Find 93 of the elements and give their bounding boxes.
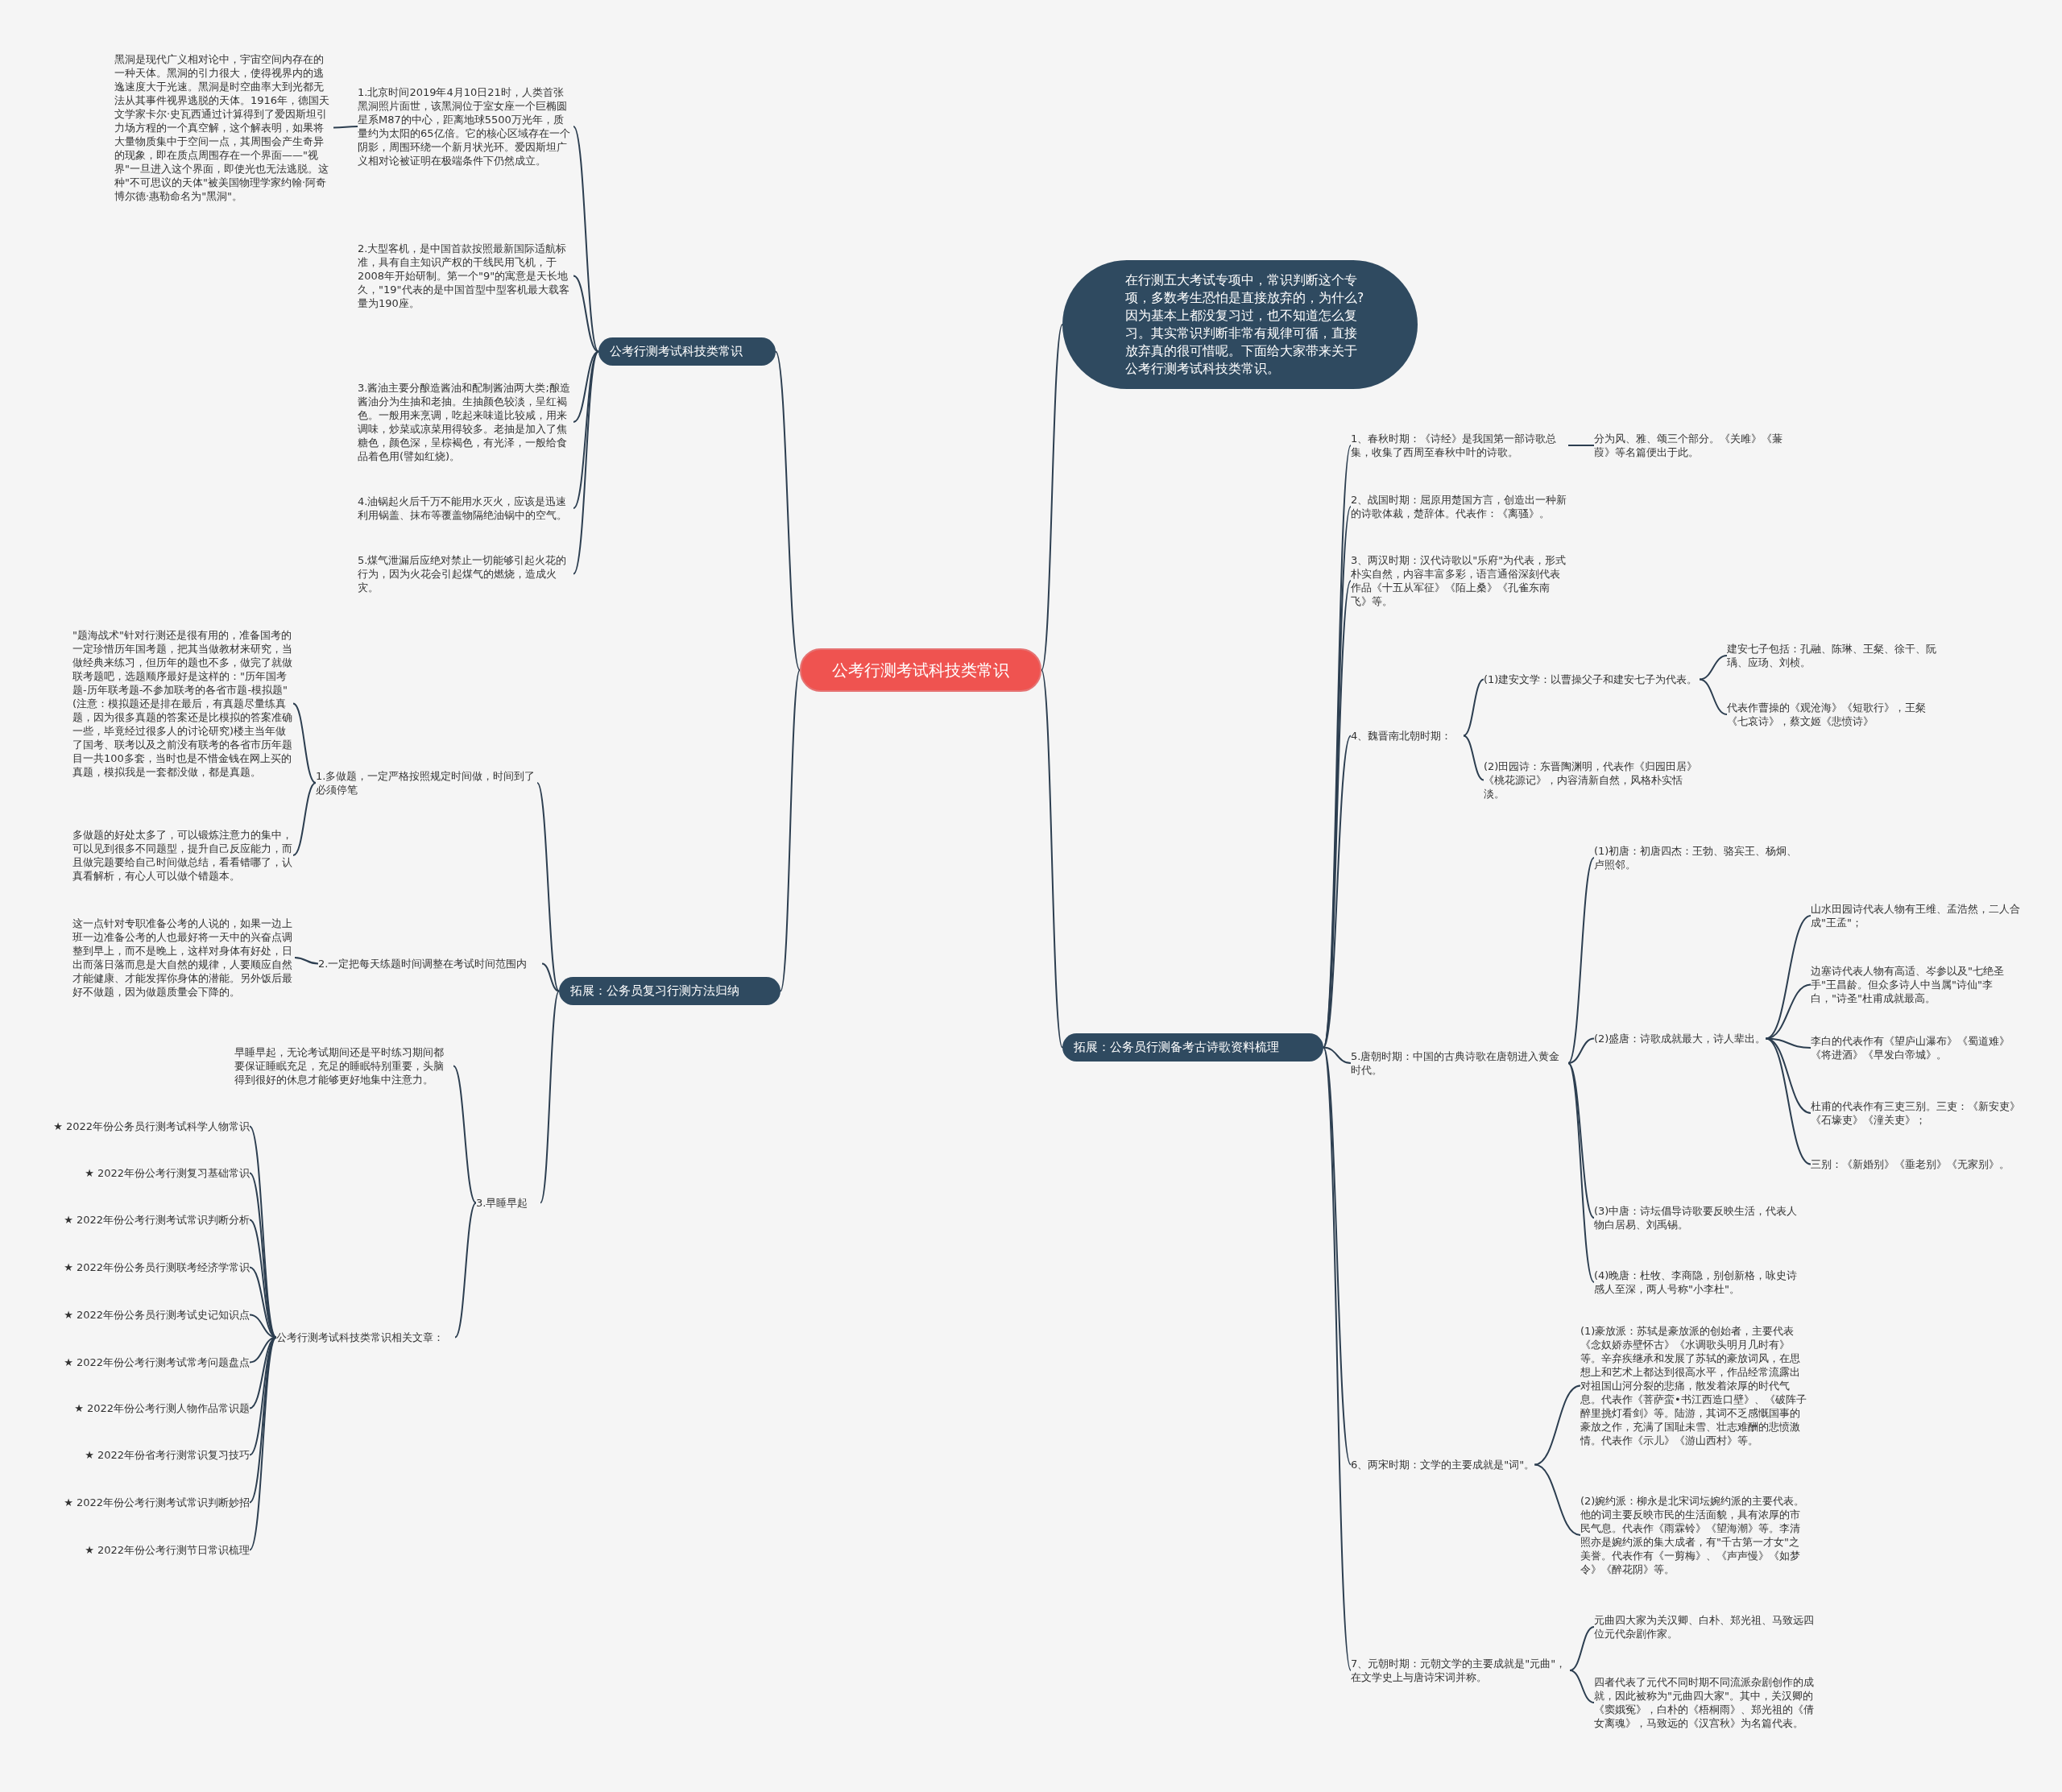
connector-line: [1323, 1046, 1352, 1064]
connector-line: [249, 1219, 277, 1339]
topic-text: 早睡早起，无论考试期间还是平时练习期间都要保证睡眠充足，充足的睡眠特别重要，头脑得到很好的休息才能够更好地集中注意力。: [234, 1045, 453, 1086]
topic-text: 建安七子包括：孔融、陈琳、王粲、徐干、阮瑀、应玚、刘桢。: [1727, 642, 1946, 669]
connector-line: [1569, 1670, 1595, 1703]
topic-text: "题海战术"针对行测还是很有用的，准备国考的一定珍惜历年国考题，把其当做教材来研究，当做经典来练习，但历年的题也不多，做完了就做联考题吧，选题顺序最好是这样的："历年国考题-历年联考题-不参加联考的各省市题-模拟题"(注意：模拟题还是排在最后，有真题尽量练真题，因为很多真题的答案还是比模拟的答案准确一些，毕竟经过很多人的讨论研究)楼主当年做了国考、联考以及之前没有联考的各省市历年题目一共100多套，当时也是不惜金钱在网上买的真题，模拟我是一套都没做，都是真题。: [72, 628, 293, 779]
connector-line: [780, 669, 801, 992]
connector-line: [1567, 445, 1595, 446]
topic-text: 三别：《新婚别》《垂老别》《无家别》。: [1811, 1157, 2028, 1171]
topic-text: 2.大型客机，是中国首款按照最新国际适航标准，具有自主知识产权的干线民用飞机，于2008年开始研制。第一个"9"的寓意是天长地久，"19"代表的是中国首型中型客机最大载客量为190座。: [358, 242, 573, 310]
connector-line: [540, 990, 560, 1204]
connector-line: [1323, 735, 1352, 1049]
topic-text: ★ 2022年份公考行测考试常识判断分析: [24, 1213, 250, 1227]
connector-line: [1041, 324, 1063, 671]
connector-line: [333, 126, 358, 129]
connector-line: [1699, 678, 1728, 715]
connector-line: [1534, 1384, 1581, 1466]
connector-line: [1765, 1037, 1811, 1165]
topic-text: 1.多做题，一定严格按照规定时间做，时间到了必须停笔: [316, 769, 537, 797]
topic-text: 公考行测考试科技类常识相关文章：: [276, 1331, 455, 1344]
connector-line: [292, 702, 317, 784]
topic-text: 2、战国时期：屈原用楚国方言，创造出一种新的诗歌体裁，楚辞体。代表作：《离骚》。: [1351, 493, 1568, 520]
connector-line: [536, 782, 560, 992]
topic-text: (2)婉约派：柳永是北宋词坛婉约派的主要代表。他的词主要反映市民的生活面貌，具有浓厚的市民气息。代表作《雨霖铃》《望海潮》等。李清照亦是婉约派的集大成者，有"千古第一才女"之美誉。代表作有《一剪梅》、《声声慢》《如梦令》《醉花阴》等。: [1580, 1494, 1807, 1576]
topic-text: ★ 2022年份公考行测考试常考问题盘点: [24, 1355, 250, 1369]
topic-text: (1)初唐：初唐四杰：王勃、骆宾王、杨炯、卢照邻。: [1594, 844, 1807, 871]
topic-text: 7、元朝时期：元朝文学的主要成就是"元曲"，在文学史上与唐诗宋词并称。: [1351, 1657, 1570, 1684]
connector-line: [1323, 1046, 1352, 1671]
branch-pill: 公考行测考试科技类常识: [598, 337, 776, 366]
topic-text: ★ 2022年份公考行测考试常识判断妙招: [24, 1496, 250, 1509]
connector-line: [1765, 983, 1811, 1040]
branch-pill: 拓展：公务员行测备考古诗歌资料梳理: [1062, 1033, 1323, 1062]
connector-line: [573, 350, 599, 423]
connector-line: [573, 275, 599, 353]
topic-text: ★ 2022年份省考行测常识复习技巧: [24, 1448, 250, 1462]
connector-line: [1041, 669, 1063, 1049]
topic-text: 多做题的好处太多了，可以锻炼注意力的集中，可以见到很多不同题型，提升自己反应能力，而且做完题要给自己时间做总结，看看错哪了，认真看解析，有心人可以做个错题本。: [72, 828, 293, 883]
topic-text: 这一点针对专职准备公考的人说的，如果一边上班一边准备公考的人也最好将一天中的兴奋点调整到早上，而不是晚上，这样对身体有好处，日出而落日落而息是大自然的规律，人要顺应自然才能健康、才能发挥你身体的潜能。另外饭后最好不做题，因为做题质量会下降的。: [72, 917, 295, 999]
topic-text: (4)晚唐：杜牧、李商隐，别创新格，咏史诗感人至深，两人号称"小李杜"。: [1594, 1268, 1807, 1296]
connector-line: [1569, 1626, 1595, 1671]
connector-line: [573, 350, 599, 509]
topic-text: 1.北京时间2019年4月10日21时，人类首张黑洞照片面世，该黑洞位于室女座一个巨椭圆星系M87的中心，距离地球5500万光年，质量约为太阳的65亿倍。它的核心区域存在一个阴影，周围环绕一个新月状光环。爱因斯坦广义相对论被证明在极端条件下仍然成立。: [358, 85, 573, 168]
connector-line: [249, 1125, 277, 1339]
connector-line: [454, 1202, 477, 1339]
connector-line: [573, 126, 599, 353]
topic-text: ★ 2022年份公考行测复习基础常识: [24, 1166, 250, 1180]
topic-text: 3.早睡早起: [476, 1196, 540, 1210]
topic-text: ★ 2022年份公务员行测考试史记知识点: [24, 1308, 250, 1322]
topic-text: (2)田园诗：东晋陶渊明，代表作《归园田居》《桃花源记》，内容清新自然，风格朴实恬淡。: [1484, 759, 1703, 801]
connector-line: [294, 957, 319, 965]
topic-text: 边塞诗代表人物有高适、岑参以及"七绝圣手"王昌龄。但众多诗人中当属"诗仙"李白，"诗圣"杜甫成就最高。: [1811, 964, 2028, 1005]
connector-line: [292, 782, 317, 856]
topic-text: (1)豪放派：苏轼是豪放派的创始者，主要代表《念奴娇赤壁怀古》《水调歌头明月几时有》等。辛弃疾继承和发展了苏轼的豪放词风，在思想上和艺术上都达到很高水平，作品经常流露出对祖国山河分裂的悲痛，散发着浓厚的时代气息。代表作《菩萨蛮•书江西造口壁》、《破阵子醉里挑灯看剑》等。陆游，其词不乏感慨国事的豪放之作，充满了国耻未雪、壮志难酬的悲愤激情。代表作《示儿》《游山西村》等。: [1580, 1324, 1807, 1447]
topic-text: 黑洞是现代广义相对论中，宇宙空间内存在的一种天体。黑洞的引力很大，使得视界内的逃逸速度大于光速。黑洞是时空曲率大到光都无法从其事件视界逃脱的天体。1916年，德国天文学家卡尔·史瓦西通过计算得到了爱因斯坦引力场方程的一个真空解，这个解表明，如果将大量物质集中于空间一点，其周围会产生奇异的现象，即在质点周围存在一个界面——"视界"一旦进入这个界面，即使光也无法逃脱。这种"不可思议的天体"被美国物理学家约翰·阿奇博尔德·惠勒命名为"黑洞"。: [114, 52, 333, 203]
topic-text: 1、春秋时期：《诗经》是我国第一部诗歌总集，收集了西周至春秋中叶的诗歌。: [1351, 432, 1568, 459]
connector-line: [541, 962, 560, 992]
central-topic: 公考行测考试科技类常识: [800, 648, 1041, 692]
branch-pill: 拓展：公务员复习行测方法归纳: [559, 977, 780, 1005]
topic-text: 6、两宋时期：文学的主要成就是"词"。: [1351, 1458, 1535, 1471]
topic-text: 4.油锅起火后千万不能用水灭火，应该是迅速利用锅盖、抹布等覆盖物隔绝油锅中的空气。: [358, 495, 573, 522]
topic-text: 3.酱油主要分酿造酱油和配制酱油两大类;酿造酱油分为生抽和老抽。生抽颜色较淡，呈红褐色。一般用来烹调，吃起来味道比较咸，用来调味，炒菜或凉菜用得较多。老抽是加入了焦糖色，颜色深，呈棕褐色，有光泽，一般给食品着色用(譬如红烧)。: [358, 381, 573, 463]
topic-text: 李白的代表作有《望庐山瀑布》《蜀道难》《将进酒》《早发白帝城》。: [1811, 1034, 2028, 1062]
topic-text: (2)盛唐：诗歌成就最大，诗人辈出。: [1594, 1032, 1766, 1045]
topic-text: 5.唐朝时期：中国的古典诗歌在唐朝进入黄金时代。: [1351, 1049, 1568, 1077]
topic-text: 2.一定把每天练题时间调整在考试时间范围内: [318, 957, 542, 970]
topic-text: 杜甫的代表作有三吏三别。三吏：《新安吏》《石壕吏》《潼关吏》；: [1811, 1099, 2028, 1127]
connector-line: [249, 1336, 277, 1551]
topic-text: 4、魏晋南北朝时期：: [1351, 729, 1464, 743]
topic-text: ★ 2022年份公务员行测考试科学人物常识: [24, 1119, 250, 1133]
connector-line: [1699, 655, 1728, 681]
topic-text: 代表作曹操的《观沧海》《短歌行》，王粲《七哀诗》，蔡文姬《悲愤诗》: [1727, 701, 1946, 728]
topic-text: ★ 2022年份公务员行测联考经济学常识: [24, 1260, 250, 1274]
topic-text: (1)建安文学：以曹操父子和建安七子为代表。: [1484, 673, 1700, 686]
connector-line: [1463, 678, 1484, 737]
connector-line: [453, 1065, 477, 1204]
connector-line: [775, 350, 801, 671]
topic-text: 5.煤气泄漏后应绝对禁止一切能够引起火花的行为，因为火花会引起煤气的燃烧，造成火灾。: [358, 553, 573, 594]
topic-text: (3)中唐：诗坛倡导诗歌要反映生活，代表人物白居易、刘禹锡。: [1594, 1204, 1807, 1231]
topic-text: 3、两汉时期：汉代诗歌以"乐府"为代表，形式朴实自然，内容丰富多彩，语言通俗深刻代表作品《十五从军征》《陌上桑》《孔雀东南飞》等。: [1351, 553, 1570, 608]
intro-bubble: 在行测五大考试专项中，常识判断这个专项，多数考生恐怕是直接放弃的，为什么?因为基本上都没复习过，也不知道怎么复习。其实常识判断非常有规律可循，直接放弃真的很可惜呢。下面给大家带来关于公考行测考试科技类常识。: [1062, 260, 1418, 389]
topic-text: ★ 2022年份公考行测节日常识梳理: [24, 1543, 250, 1557]
topic-text: 山水田园诗代表人物有王维、孟浩然，二人合成"王孟"；: [1811, 902, 2028, 929]
topic-text: 元曲四大家为关汉卿、白朴、郑光祖、马致远四位元代杂剧作家。: [1594, 1613, 1820, 1641]
topic-text: ★ 2022年份公考行测人物作品常识题: [24, 1401, 250, 1415]
connector-line: [1534, 1463, 1581, 1536]
topic-text: 四者代表了元代不同时期不同流派杂剧创作的成就，因此被称为"元曲四大家"。其中，关汉卿的《窦娥冤》，白朴的《梧桐雨》、郑光祖的《倩女离魂》，马致远的《汉宫秋》为名篇代表。: [1594, 1675, 1820, 1730]
connector-line: [1567, 857, 1595, 1064]
topic-text: 分为风、雅、颂三个部分。《关雎》《蒹葭》等名篇便出于此。: [1594, 432, 1795, 459]
connector-line: [1567, 1062, 1595, 1219]
connector-line: [1463, 735, 1484, 781]
connector-line: [573, 350, 599, 575]
connector-line: [1567, 1037, 1595, 1064]
connector-line: [1567, 1062, 1595, 1283]
